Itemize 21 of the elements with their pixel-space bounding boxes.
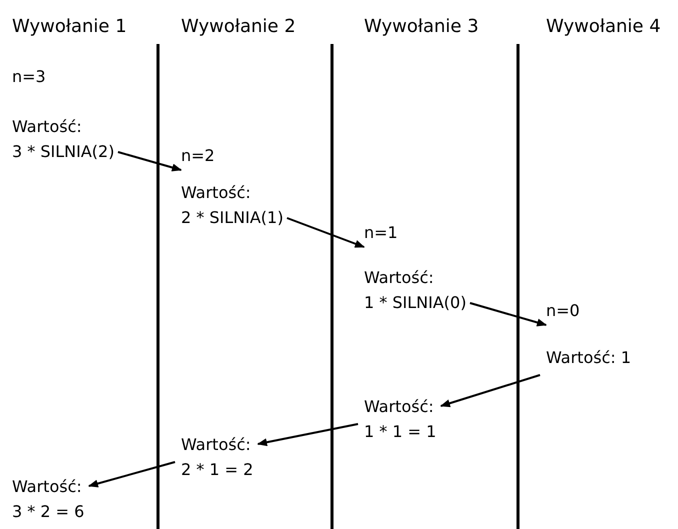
arrow bbox=[118, 151, 182, 172]
step-text: Wartość: 3 * 2 = 6 bbox=[12, 474, 84, 524]
step-text: n=2 bbox=[181, 143, 215, 168]
arrow bbox=[286, 217, 365, 248]
step-text: Wartość: 1 bbox=[546, 345, 632, 370]
column-heading: Wywołanie 1 bbox=[12, 15, 127, 39]
column-heading: Wywołanie 4 bbox=[546, 15, 661, 39]
step-text: n=0 bbox=[546, 298, 580, 323]
step-text: n=1 bbox=[364, 220, 398, 245]
step-text: Wartość: 2 * 1 = 2 bbox=[181, 432, 254, 482]
arrow bbox=[88, 461, 176, 488]
step-text: Wartość: 1 * 1 = 1 bbox=[364, 394, 436, 444]
arrow bbox=[440, 374, 540, 408]
parameter-text: n=3 bbox=[12, 66, 46, 88]
step-text: Wartość: 1 * SILNIA(0) bbox=[364, 265, 466, 315]
step-text: Wartość: 3 * SILNIA(2) bbox=[12, 114, 114, 164]
arrow bbox=[470, 302, 547, 326]
arrow bbox=[257, 423, 358, 446]
column-heading: Wywołanie 3 bbox=[364, 15, 479, 39]
step-text: Wartość: 2 * SILNIA(1) bbox=[181, 180, 284, 230]
column-heading: Wywołanie 2 bbox=[181, 15, 296, 39]
